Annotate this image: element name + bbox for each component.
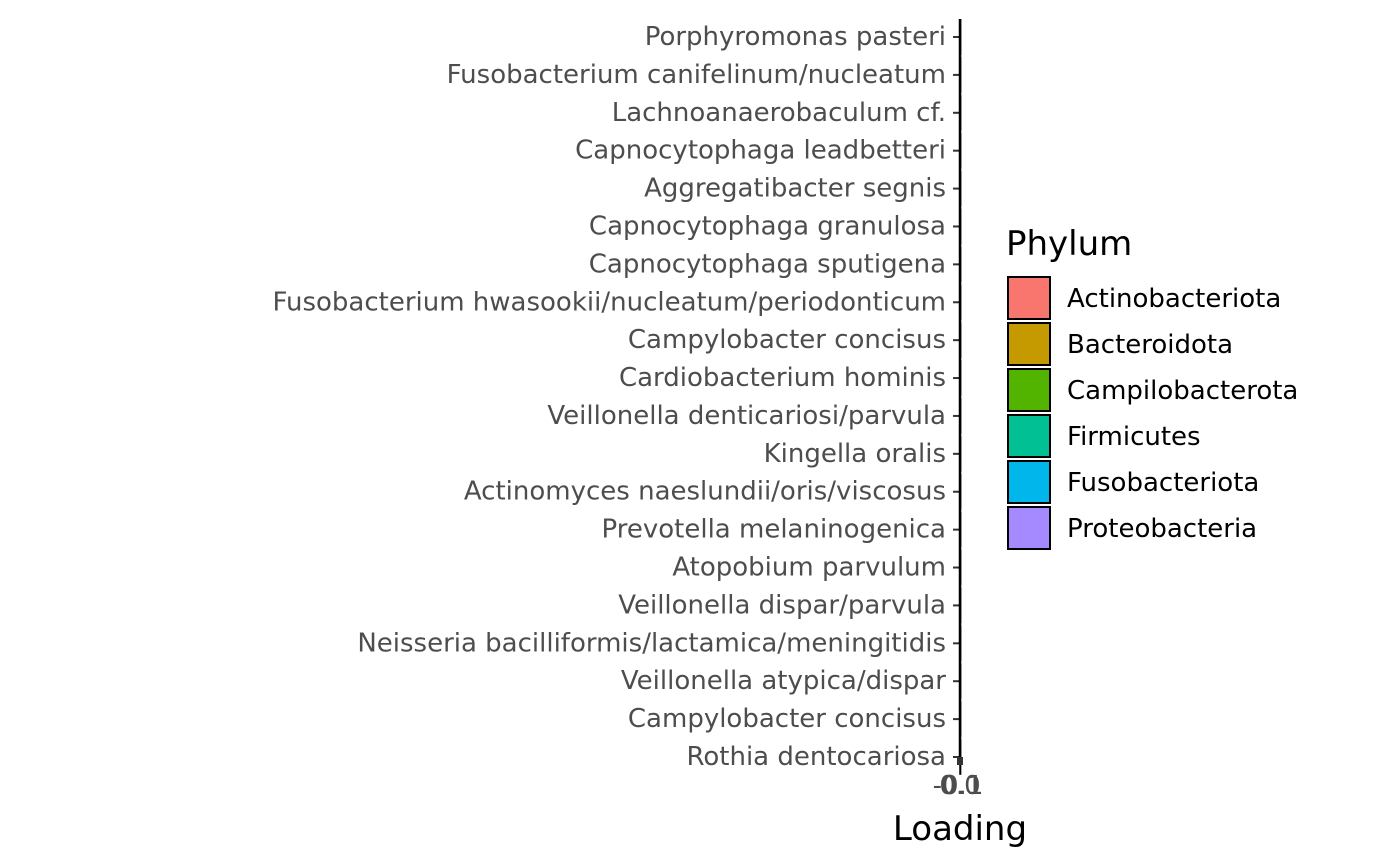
y-tick-label: Capnocytophaga granulosa — [589, 211, 946, 241]
y-tick-label: Cardiobacterium hominis — [619, 363, 946, 393]
legend-swatch — [1007, 414, 1051, 458]
legend-label: Actinobacteriota — [1067, 284, 1281, 314]
y-tick-label: Atopobium parvulum — [672, 553, 946, 583]
legend-swatch — [1007, 460, 1051, 504]
y-tick-label: Campylobacter concisus — [628, 704, 946, 734]
legend-label: Firmicutes — [1067, 422, 1201, 452]
y-tick-label: Lachnoanaerobaculum cf. — [612, 98, 946, 128]
legend-swatch — [1007, 276, 1051, 320]
y-tick-label: Rothia dentocariosa — [686, 742, 946, 772]
legend-label: Bacteroidota — [1067, 330, 1233, 360]
y-tick-label: Fusobacterium hwasookii/nucleatum/period… — [272, 287, 946, 317]
y-tick-label: Fusobacterium canifelinum/nucleatum — [447, 60, 946, 90]
x-tick-label: 0.1 — [941, 771, 982, 801]
legend-swatch — [1007, 368, 1051, 412]
legend: Phylum ActinobacteriotaBacteroidotaCampi… — [1006, 224, 1298, 550]
legend-swatch — [1007, 322, 1051, 366]
y-tick-label: Neisseria bacilliformis/lactamica/mening… — [357, 628, 946, 658]
y-tick-label: Veillonella atypica/dispar — [621, 666, 946, 696]
y-tick-label: Capnocytophaga leadbetteri — [575, 136, 946, 166]
legend-title: Phylum — [1006, 224, 1132, 264]
legend-swatch — [1007, 506, 1051, 550]
y-tick-label: Veillonella dispar/parvula — [618, 590, 946, 620]
legend-label: Campilobacterota — [1067, 376, 1298, 406]
x-tick-label: -0.1 — [933, 771, 984, 801]
y-tick-label: Actinomyces naeslundii/oris/viscosus — [464, 477, 946, 507]
legend-label: Proteobacteria — [1067, 514, 1257, 544]
legend-items: ActinobacteriotaBacteroidotaCampilobacte… — [1007, 276, 1298, 550]
y-tick-label: Capnocytophaga sputigena — [589, 249, 946, 279]
y-tick-label: Aggregatibacter segnis — [644, 174, 946, 204]
y-tick-label: Veillonella denticariosi/parvula — [547, 401, 946, 431]
y-tick-label: Prevotella melaninogenica — [602, 515, 946, 545]
x-tick-marks — [957, 757, 963, 765]
legend-label: Fusobacteriota — [1067, 468, 1259, 498]
y-tick-label: Porphyromonas pasteri — [645, 22, 946, 52]
y-tick-label: Campylobacter concisus — [628, 325, 946, 355]
x-tick-labels: -0.10.00.1 — [933, 771, 984, 801]
y-tick-label: Kingella oralis — [764, 439, 946, 469]
x-tick-label: 0.0 — [939, 771, 980, 801]
x-axis-title: Loading — [893, 809, 1027, 849]
